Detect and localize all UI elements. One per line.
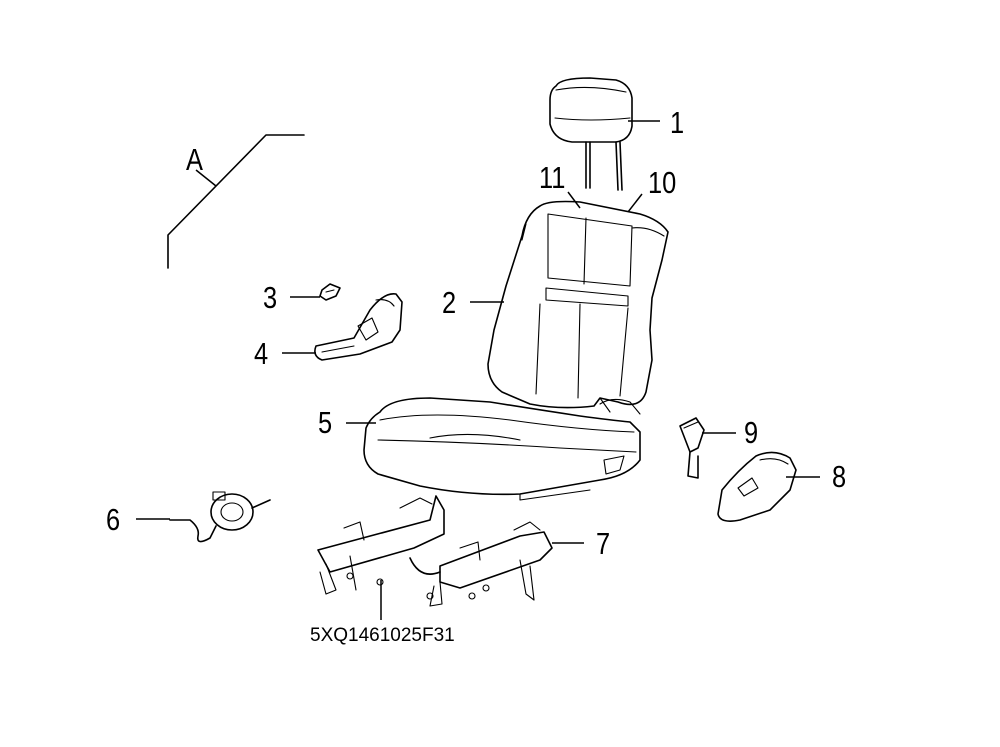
callout-3: 3 [263,280,278,315]
part-number-label: 5XQ1461025F31 [310,625,455,646]
headrest[interactable] [549,77,633,191]
callout-2: 2 [442,285,457,320]
seat-back[interactable] [487,200,669,413]
leader-10 [627,193,643,213]
view-a-marker [167,134,305,269]
callout-11: 11 [539,160,566,195]
callout-9: 9 [744,415,759,450]
buckle[interactable] [679,417,705,479]
wire-harness[interactable] [169,491,271,543]
callout-7: 7 [596,526,611,561]
side-trim-cover[interactable] [314,293,403,361]
leader-11 [567,191,581,209]
view-a-label: A [186,142,203,177]
callout-4: 4 [254,336,269,371]
callout-6: 6 [106,502,121,537]
outer-cover[interactable] [717,451,797,522]
callout-5: 5 [318,405,333,440]
callout-10: 10 [648,165,677,200]
seat-track[interactable] [317,495,553,607]
callout-1: 1 [670,105,685,140]
clip[interactable] [319,283,341,301]
seat-cushion[interactable] [363,397,641,501]
callout-8: 8 [832,459,847,494]
